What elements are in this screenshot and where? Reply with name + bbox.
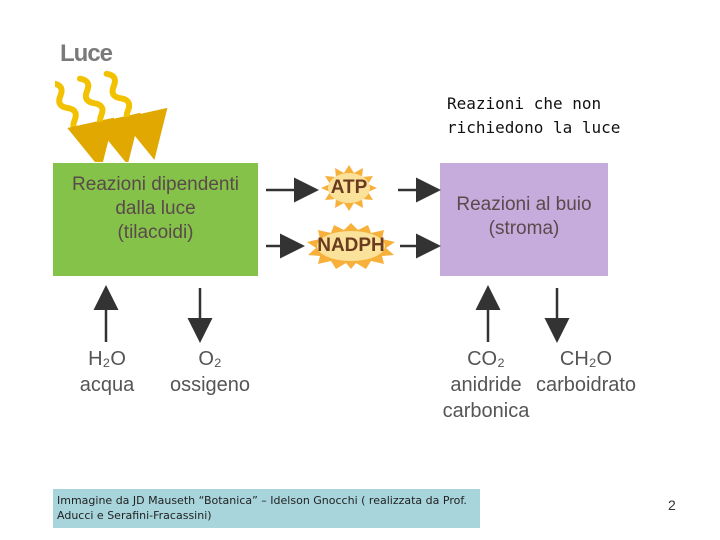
light-box-line-3: (tilacoidi) (117, 222, 194, 243)
co2-name-line-1: anidride (450, 374, 522, 396)
nadph-burst: NADPH (306, 222, 396, 270)
annotation-line-1: Reazioni che non (447, 94, 602, 113)
dark-reactions-box: Reazioni al buio (stroma) (440, 163, 608, 276)
nadph-label: NADPH (317, 235, 385, 256)
light-reactions-box: Reazioni dipendenti dalla luce (tilacoid… (53, 163, 258, 276)
light-ray-3 (103, 70, 168, 160)
dark-box-line-2: (stroma) (488, 218, 560, 239)
dark-box-line-1: Reazioni al buio (456, 194, 592, 215)
oxygen-name: ossigeno (169, 374, 251, 396)
atp-burst: ATP (320, 164, 378, 212)
luce-label: Luce (60, 40, 113, 67)
carbohydrate-label: CH₂O carboidrato (528, 346, 644, 398)
carbohydrate-name: carboidrato (535, 374, 637, 396)
oxygen-formula: O₂ (198, 348, 222, 370)
water-label: H₂O acqua (70, 346, 144, 398)
carbohydrate-formula: CH₂O (559, 348, 613, 370)
light-ray-2 (76, 75, 141, 162)
co2-formula: CO₂ (467, 348, 505, 370)
water-name: acqua (79, 374, 135, 396)
light-box-line-1: Reazioni dipendenti (72, 174, 239, 195)
annotation-line-2: richiedono la luce (447, 118, 621, 137)
co2-name-line-2: carbonica (442, 400, 530, 422)
water-formula: H₂O (88, 348, 126, 370)
light-box-line-2: dalla luce (115, 198, 196, 219)
nadph-burst-icon (307, 223, 395, 269)
page-number: 2 (668, 497, 676, 513)
footer-caption: Immagine da JD Mauseth “Botanica” – Idel… (57, 494, 467, 522)
light-rays-icon (55, 70, 168, 162)
annotation-text: Reazioni che non richiedono la luce (447, 92, 620, 140)
co2-label: CO₂ anidride carbonica (436, 346, 536, 424)
oxygen-label: O₂ ossigeno (160, 346, 260, 398)
footer-caption-box: Immagine da JD Mauseth “Botanica” – Idel… (53, 489, 480, 528)
atp-burst-icon (321, 165, 377, 211)
atp-label: ATP (330, 177, 368, 198)
light-ray-1 (55, 80, 115, 162)
